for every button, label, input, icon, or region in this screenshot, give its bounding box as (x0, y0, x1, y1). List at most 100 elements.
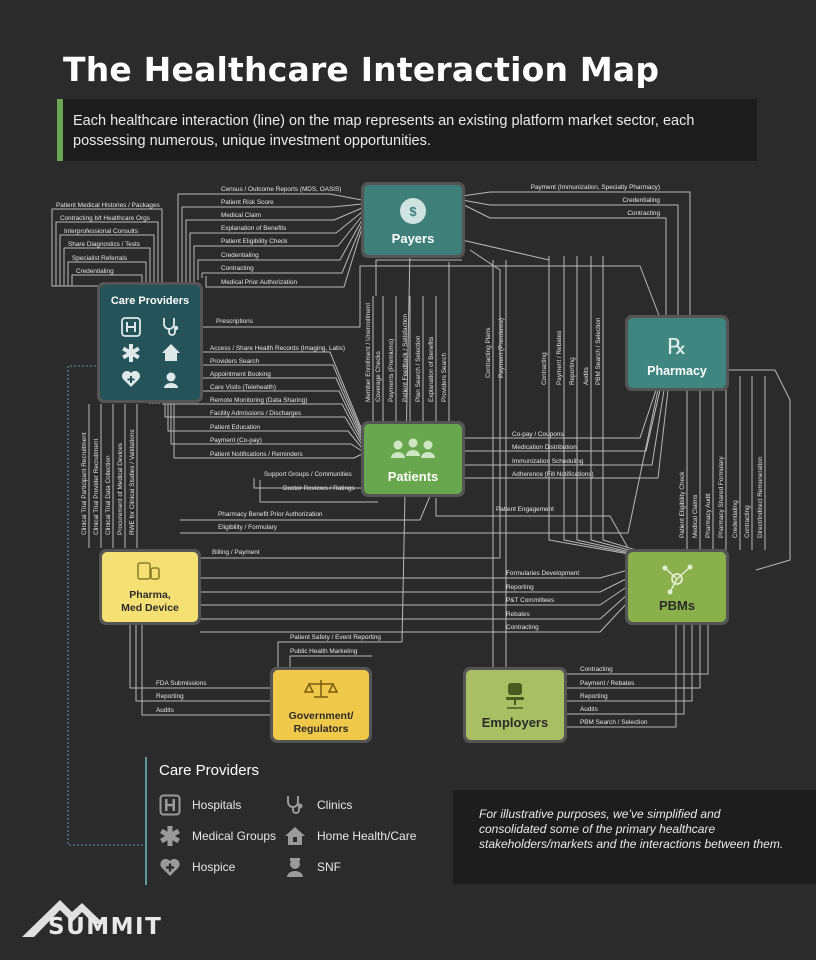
label-payers-patients: Patient Feedback / Satisfaction (402, 313, 409, 402)
node-pbms[interactable]: PBMs (625, 549, 729, 625)
legend-label: Hospitals (192, 798, 242, 812)
label-employers-pbms: Reporting (580, 693, 608, 700)
connection-line (185, 207, 363, 286)
label-employers-pbms: Contracting (580, 666, 613, 673)
label-employers-pbms: Payment / Rebates (580, 680, 634, 687)
node-pbms-box (628, 552, 726, 622)
connection-line (202, 265, 661, 328)
connection-line (464, 389, 661, 452)
legend-label: Medical Groups (192, 829, 277, 843)
connection-line (129, 622, 272, 689)
node-government[interactable]: Government/Regulators (270, 667, 372, 743)
connection-line (205, 227, 363, 288)
connection-line (162, 403, 363, 443)
disclaimer-note: For illustrative purposes, we’ve simplif… (453, 790, 816, 884)
connection-line (566, 624, 709, 675)
connection-line (566, 624, 693, 702)
label-payers-patients: Explanation of Benefits (428, 337, 435, 402)
connection-lines (51, 191, 791, 846)
node-employers-label: Employers (482, 715, 548, 730)
connection-line (201, 223, 363, 278)
connection-line (435, 498, 629, 549)
connection-line (200, 593, 629, 620)
legend-item-hospice: Hospice (159, 856, 235, 878)
node-pharma[interactable]: Pharma,Med Device (99, 549, 201, 625)
legend-title: Care Providers (159, 762, 260, 779)
label-pharmacy-pbms: Patient Eligibility Check (679, 471, 686, 538)
legend-item-snf: SNF (284, 856, 341, 878)
label-pharma-pbms: Rebates (506, 611, 530, 618)
connection-line (726, 369, 791, 571)
node-pbms-label: PBMs (659, 598, 695, 613)
node-government-label-2: Regulators (294, 723, 349, 735)
stethoscope-icon (163, 318, 179, 336)
node-patients-label: Patients (388, 469, 439, 484)
label-cp-payers: Census / Outcome Reports (MDS, OASIS) (221, 186, 341, 193)
label-patient-loop: Doctor Reviews / Ratings (283, 485, 355, 492)
connection-line (566, 624, 677, 728)
node-pharmacy[interactable]: ℞Pharmacy (625, 315, 729, 391)
node-payers[interactable]: $Payers (361, 182, 465, 258)
people-icon (391, 438, 435, 458)
connection-line (181, 203, 363, 288)
label-cp-loop: Share Diagnostics / Tests (68, 241, 140, 248)
node-government-box (273, 670, 369, 740)
label-gov-top: Public Health Marketing (290, 648, 358, 655)
node-pharma-label: Pharma, (129, 589, 171, 601)
connection-line (197, 219, 363, 280)
label-cp-patients: Patient Education (210, 424, 261, 431)
connection-line (375, 259, 462, 296)
label-eligibility-formulary: Eligibility / Formulary (218, 524, 278, 531)
label-payers-patients: Plan Search / Selection (415, 335, 422, 402)
house-icon (162, 344, 180, 361)
connection-line (200, 569, 629, 579)
connection-line (253, 478, 372, 489)
label-pharma-pbms: P&T Committees (506, 597, 554, 604)
label-cp-payers: Credentialing (221, 252, 259, 259)
label-employers-pbms: PBM Search / Selection (580, 719, 648, 726)
network-molecule-icon (662, 564, 693, 595)
label-payers-pbms: Payment / Rebates (556, 331, 563, 385)
label-pharma-pbms: Reporting (506, 584, 534, 591)
label-cp-loop: Credentialing (76, 268, 114, 275)
node-patients[interactable]: Patients (361, 421, 465, 497)
connection-line (180, 379, 661, 534)
connection-line (461, 239, 550, 261)
label-payers-patients: Member Enrollment / Unenrollment (365, 303, 372, 402)
label-payers-employers: Contracting Plans (485, 328, 492, 378)
nurse-icon (164, 372, 178, 388)
label-payers-pbms: Audits (583, 367, 590, 385)
node-employers[interactable]: Employers (463, 667, 567, 743)
label-cp-pharma: Clinical Trial Participant Recruitment (81, 432, 88, 535)
label-payers-patients: Coverage Checks (375, 351, 382, 402)
summit-logo-icon (22, 900, 104, 937)
label-prescriptions: Prescriptions (216, 318, 253, 325)
connection-line (200, 601, 629, 633)
label-payers-pbms: Contracting (541, 352, 548, 385)
stethoscope-icon (287, 796, 303, 814)
label-cp-pharma: Procurement of Medical Devices (117, 443, 124, 535)
brand-logo-text: SUMMIT (48, 914, 163, 940)
label-pharmacy-pbms: Contracting (744, 505, 751, 538)
connection-line (590, 256, 653, 557)
connection-line (193, 215, 363, 282)
label-gov-pharma: Reporting (156, 693, 184, 700)
house-icon (285, 827, 305, 845)
label-payers-pharmacy: Contracting (627, 210, 660, 217)
label-patients-pharmacy: Adherence (Fill Notifications) (512, 471, 594, 478)
label-payers-patients: Providers Search (441, 353, 448, 402)
label-cp-pharma: Clinical Trial Provider Recruitment (93, 439, 100, 535)
node-pharmacy-label: Pharmacy (647, 364, 707, 378)
connection-line (259, 480, 378, 503)
label-cp-patients: Access / Share Health Records (Imaging, … (210, 345, 345, 352)
connection-line (563, 256, 645, 557)
connection-line (71, 274, 143, 287)
node-care-providers[interactable]: Care Providers (97, 282, 203, 403)
label-cp-loop: Patient Medical Histories / Packages (56, 202, 160, 209)
connection-line (566, 624, 685, 715)
label-cp-patients: Remote Monitoring (Data Sharing) (210, 397, 307, 404)
node-care-providers-label: Care Providers (111, 295, 189, 307)
label-pharma-pbms: Formularies Development (506, 570, 579, 577)
connection-line (602, 256, 657, 557)
